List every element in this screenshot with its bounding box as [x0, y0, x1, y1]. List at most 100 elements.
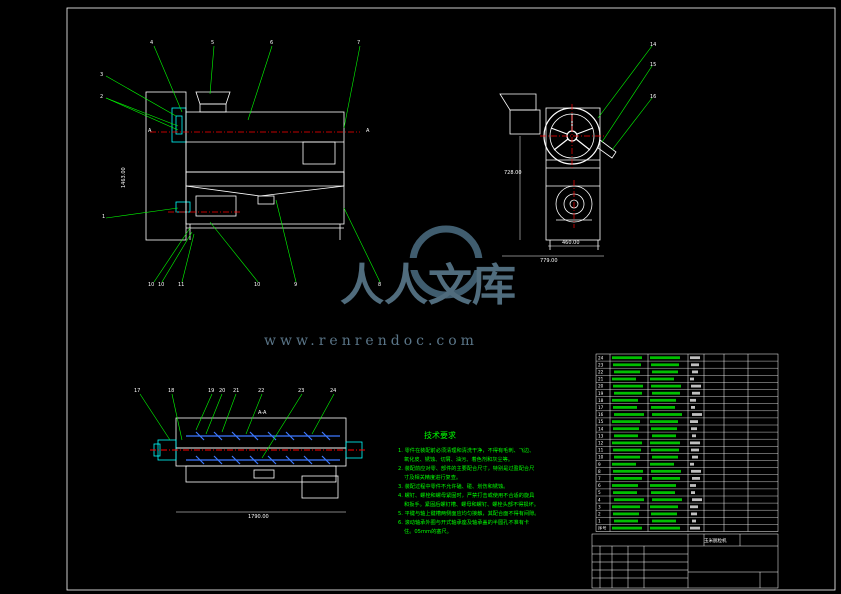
tech-line: 氧化皮、锈蚀、切屑、油污、着色剂和灰尘等。 — [404, 455, 513, 463]
bom-cell-text — [652, 413, 682, 416]
bom-row-number: 20 — [598, 384, 604, 389]
part-label: 15 — [650, 62, 656, 68]
section-title: A-A — [258, 410, 267, 416]
bom-cell-text — [652, 455, 678, 459]
bom-cell-text — [691, 491, 695, 494]
bom-cell-text — [650, 526, 680, 530]
bom-cell-text — [652, 434, 676, 438]
motor — [302, 141, 336, 165]
bom-cell-text — [614, 391, 642, 395]
bom-cell-text — [691, 406, 695, 409]
bom-row-number: 22 — [598, 370, 604, 375]
bom-cell-text — [691, 384, 701, 388]
part-label: 1 — [102, 214, 105, 220]
bom-cell-text — [652, 498, 682, 502]
bom-cell-text — [613, 512, 639, 516]
bom-cell-text — [612, 398, 638, 402]
bom-cell-text — [650, 398, 676, 402]
part-label: 10 — [148, 282, 154, 288]
bom-cell-text — [651, 406, 675, 409]
bom-cell-text — [652, 519, 676, 523]
bom-cell-text — [613, 363, 641, 367]
side-part-labels: 14 15 16 — [650, 42, 656, 100]
bom-row-number: 7 — [598, 476, 601, 481]
part-label: 16 — [650, 94, 656, 100]
tech-line: 寸及相关精度进行复查。 — [404, 473, 461, 481]
bom-cell-text — [614, 498, 644, 502]
tech-line: 4. 螺钉、螺栓和螺母紧固时，严禁打击或使用不合适的旋具 — [398, 491, 534, 499]
part-label: 19 — [208, 388, 214, 394]
side-hopper — [499, 93, 537, 111]
bom-row-number: 5 — [598, 490, 601, 495]
bom-cell-text — [612, 484, 638, 487]
bom-cell-text — [692, 477, 700, 480]
bom-cell-text — [613, 406, 637, 409]
bom-cell-text — [690, 441, 700, 445]
side-view — [499, 93, 601, 250]
bom-cell-text — [692, 370, 698, 374]
tech-line: 6. 滚动轴承外圈与开式轴承座及轴承盖的半圆孔不准有卡 — [398, 518, 529, 526]
bom-row-number: 13 — [598, 433, 604, 438]
bom-cell-text — [692, 498, 702, 502]
bom-cell-text — [614, 477, 642, 480]
bom-row-number: 1 — [598, 519, 601, 524]
bom-row-number: 11 — [598, 448, 604, 453]
bom-cell-text — [612, 505, 640, 509]
bom-cell-text — [612, 526, 642, 530]
bom-cell-text — [692, 413, 702, 416]
part-label: 2 — [100, 94, 103, 100]
part-label: 23 — [298, 388, 304, 394]
part-label: 10 — [254, 282, 260, 288]
dimension-side-height: 728.00 — [504, 170, 522, 176]
bom-row-number: 23 — [598, 362, 604, 367]
bom-cell-text — [692, 391, 700, 395]
bom-cell-text — [690, 398, 696, 402]
bom-cell-text — [650, 356, 680, 360]
front-view — [145, 91, 345, 241]
section-motor — [301, 475, 339, 499]
dimension-length: 1790.00 — [248, 514, 269, 520]
bom-row-number: 3 — [598, 504, 601, 509]
bom-cell-text — [614, 434, 638, 438]
bom-cell-text — [650, 505, 678, 509]
bom-row-number: 8 — [598, 469, 601, 474]
bom-cell-text — [614, 413, 644, 416]
section-view — [153, 417, 363, 499]
bom-cell-text — [690, 526, 700, 530]
bom-cell-text — [612, 356, 642, 360]
bom-cell-text — [690, 484, 696, 487]
bom-cell-text — [614, 370, 640, 374]
part-label: 4 — [150, 40, 153, 46]
bom-cell-text — [650, 441, 680, 445]
dimension-side-overall: 779.00 — [540, 258, 558, 264]
bom-cell-text — [651, 384, 681, 388]
bom-row-number: 序号 — [598, 525, 606, 532]
watermark-url: www.renrendoc.com — [264, 333, 478, 349]
tech-line: 1. 零件在装配前必须清理和清洗干净，不得有毛刺、飞边、 — [398, 446, 534, 454]
bom-row-number: 2 — [598, 512, 601, 517]
tech-line: 5. 平键与轴上键槽两侧面应均匀接触，其配合面不得有间隙。 — [398, 509, 539, 517]
part-label: 14 — [650, 42, 656, 48]
bom-cell-text — [612, 377, 636, 381]
part-label: 10 — [158, 282, 164, 288]
bom-row-number: 24 — [598, 355, 604, 360]
bom-cell-text — [691, 448, 699, 452]
drawing-border — [66, 7, 836, 591]
part-label: 7 — [357, 40, 360, 46]
part-label: 17 — [134, 388, 140, 394]
bom-row-number: 15 — [598, 419, 604, 424]
watermark: 人人文库 www.renrendoc.com — [264, 225, 516, 349]
bom-cell-text — [651, 363, 679, 367]
tech-line: 住。05mm的塞尺。 — [404, 527, 452, 535]
part-label: 6 — [270, 40, 273, 46]
bom-row-number: 6 — [598, 483, 601, 488]
front-part-labels: 4 5 6 7 3 2 1 10 10 11 10 9 8 — [100, 40, 381, 288]
bom-row-number: 18 — [598, 398, 604, 403]
bom-cell-text — [691, 469, 701, 473]
bom-row-number: 19 — [598, 391, 604, 396]
bom-cell-text — [691, 427, 697, 431]
part-label: 21 — [233, 388, 239, 394]
bom-cell-text — [690, 505, 698, 509]
